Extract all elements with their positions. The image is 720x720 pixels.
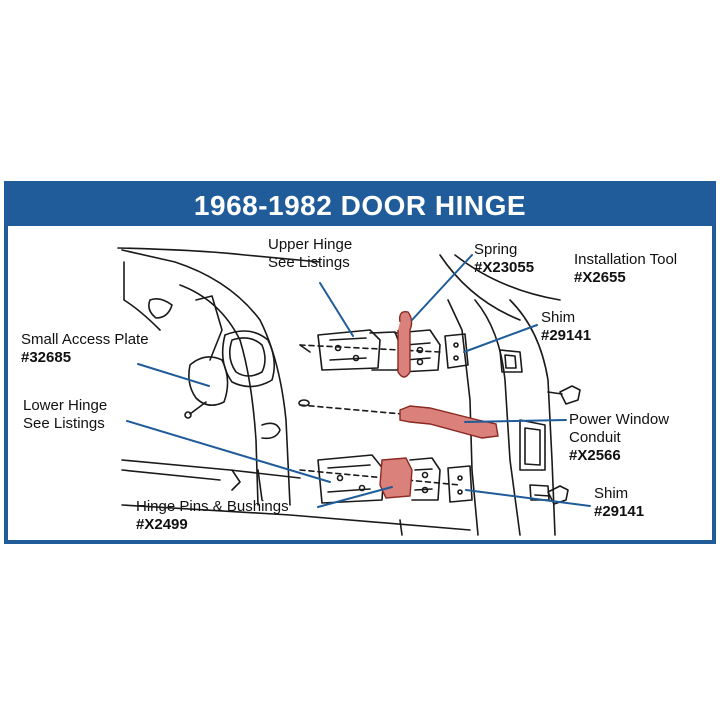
lower-hinge-line1: Lower Hinge <box>23 397 108 414</box>
label-installation-tool: Installation Tool #X2655 <box>574 251 677 287</box>
hinge-pin-part <box>379 457 413 499</box>
conduit-part <box>399 405 499 439</box>
shim-upper-part-number: #29141 <box>541 327 592 344</box>
label-lower-hinge: Lower Hinge See Listings <box>23 397 107 433</box>
access-plate-name: Small Access Plate <box>21 331 149 348</box>
label-upper-hinge: Upper Hinge See Listings <box>268 236 352 272</box>
upper-hinge-line2: See Listings <box>268 254 350 271</box>
leader-access-plate <box>137 363 210 387</box>
highlighted-parts <box>379 311 499 499</box>
hinge-pins-name: Hinge Pins & Bushings <box>136 498 289 515</box>
label-small-access-plate: Small Access Plate #32685 <box>21 331 149 367</box>
label-spring: Spring #X23055 <box>474 241 534 277</box>
conduit-line2: Conduit <box>569 429 621 446</box>
shim-upper-name: Shim <box>541 309 576 326</box>
lower-hinge-line2: See Listings <box>23 415 105 432</box>
leader-upper-hinge <box>319 282 354 337</box>
leader-shim-lower <box>465 489 591 507</box>
spring-name: Spring <box>474 241 518 258</box>
label-shim-lower: Shim #29141 <box>594 485 644 521</box>
installation-tool-name: Installation Tool <box>574 251 678 268</box>
shim-lower-part-number: #29141 <box>594 503 645 520</box>
conduit-part-number: #X2566 <box>569 447 621 464</box>
leader-lines <box>126 254 591 508</box>
shim-lower-name: Shim <box>594 485 629 502</box>
body-outline <box>117 247 581 536</box>
spring-part-number: #X23055 <box>474 259 535 276</box>
title-bar: 1968-1982 DOOR HINGE <box>8 185 712 226</box>
conduit-line1: Power Window <box>569 411 670 428</box>
access-plate-part-number: #32685 <box>21 349 72 366</box>
leader-hinge-pins <box>317 486 393 508</box>
diagram-title: 1968-1982 DOOR HINGE <box>193 190 527 221</box>
leader-shim-upper <box>463 324 538 353</box>
diagram-frame: 1968-1982 DOOR HINGE <box>4 181 716 544</box>
spring-part <box>397 311 413 378</box>
upper-hinge-line1: Upper Hinge <box>268 236 353 253</box>
leader-lower-hinge <box>126 420 331 483</box>
label-hinge-pins: Hinge Pins & Bushings #X2499 <box>136 498 289 534</box>
leader-conduit <box>464 419 567 423</box>
leader-spring <box>411 254 473 321</box>
label-power-window-conduit: Power Window Conduit #X2566 <box>569 411 669 465</box>
installation-tool-part-number: #X2655 <box>574 269 626 286</box>
label-shim-upper: Shim #29141 <box>541 309 591 345</box>
hinge-pins-part-number: #X2499 <box>136 516 188 533</box>
